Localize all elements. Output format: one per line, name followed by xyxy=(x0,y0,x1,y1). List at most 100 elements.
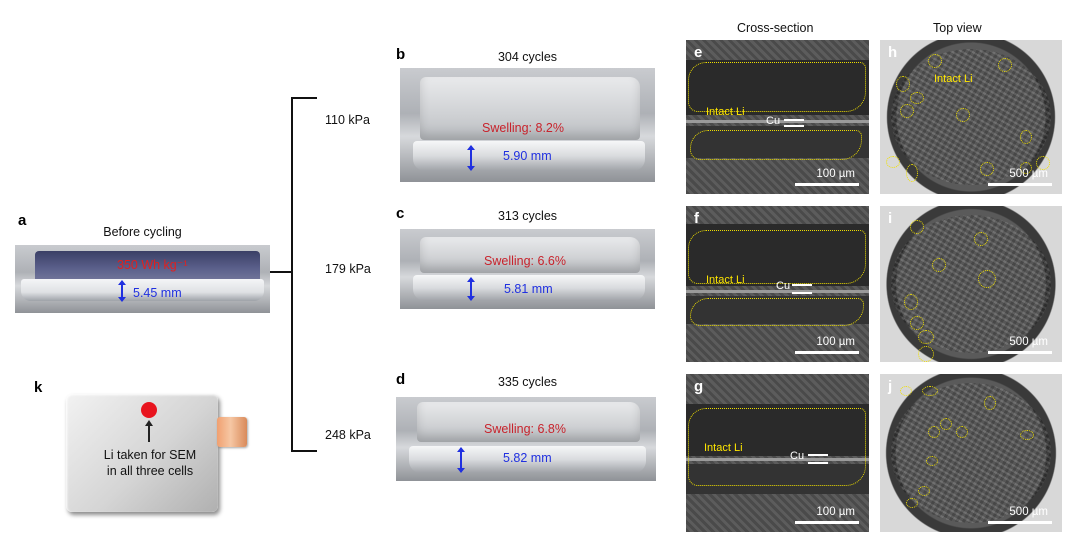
bracket-bottom xyxy=(291,450,317,452)
cu-marker xyxy=(808,454,828,456)
pressure-d: 248 kPa xyxy=(325,428,371,442)
intact-li-circle xyxy=(904,294,918,310)
li-layer xyxy=(686,224,869,286)
scale-bar-label: 100 µm xyxy=(816,506,855,518)
scale-bar xyxy=(795,521,859,524)
cell-top-surface xyxy=(420,237,640,273)
li-surface-texture xyxy=(890,215,1052,353)
intact-li-circle xyxy=(940,418,952,430)
cu-marker xyxy=(792,292,812,294)
intact-li-circle xyxy=(974,232,988,246)
cell-body xyxy=(21,279,264,301)
cu-foil xyxy=(686,458,869,461)
li-surface-texture xyxy=(890,383,1052,523)
pressure-b: 110 kPa xyxy=(325,113,370,127)
scale-bar xyxy=(988,183,1052,186)
cell-top-surface xyxy=(420,77,640,140)
panel-b-photo: Swelling: 8.2% 5.90 mm xyxy=(400,68,655,182)
cell-side-surface xyxy=(409,445,646,473)
intact-li-circle xyxy=(906,498,918,508)
swelling-value-b: Swelling: 8.2% xyxy=(482,121,564,135)
intact-li-circle xyxy=(886,156,900,168)
thickness-value-a: 5.45 mm xyxy=(133,286,182,300)
intact-li-circle xyxy=(900,104,914,118)
panel-a-photo: 350 Wh kg⁻¹ 5.45 mm xyxy=(15,245,270,313)
cu-label: Cu xyxy=(766,115,781,127)
intact-li-circle xyxy=(918,486,930,496)
scale-bar-label: 500 µm xyxy=(1009,336,1048,348)
intact-li-circle xyxy=(918,330,934,344)
cu-marker xyxy=(784,119,804,121)
scale-bar xyxy=(795,183,859,186)
intact-li-outline xyxy=(688,62,866,112)
intact-li-circle xyxy=(910,92,924,104)
cu-label: Cu xyxy=(790,450,805,462)
intact-li-circle xyxy=(956,426,968,438)
panel-label-j: j xyxy=(888,378,893,395)
panel-label-h: h xyxy=(888,44,898,61)
intact-li-circle xyxy=(1020,430,1034,440)
intact-li-label: Intact Li xyxy=(706,106,745,118)
thickness-arrow xyxy=(467,145,474,171)
sem-panel-g: g Intact Li Cu 100 µm xyxy=(686,374,869,532)
cell-tab xyxy=(217,417,247,447)
intact-li-circle xyxy=(918,346,934,362)
intact-li-circle xyxy=(896,76,910,92)
panel-label-a: a xyxy=(18,212,27,229)
panel-d-caption: 335 cycles xyxy=(497,375,558,389)
intact-li-circle xyxy=(978,270,996,288)
panel-label-g: g xyxy=(694,378,704,395)
scale-bar xyxy=(988,521,1052,524)
intact-li-circle xyxy=(900,386,912,396)
intact-li-outline xyxy=(690,130,862,160)
intact-li-circle xyxy=(998,58,1012,72)
intact-li-circle xyxy=(926,456,938,466)
intact-li-circle xyxy=(910,220,924,234)
panel-label-b: b xyxy=(396,46,406,63)
scale-bar-label: 500 µm xyxy=(1009,168,1048,180)
cu-marker xyxy=(808,462,828,464)
bracket-spine xyxy=(291,97,293,451)
thickness-arrow xyxy=(118,280,125,302)
cell-side-surface xyxy=(412,140,645,171)
intact-li-circle xyxy=(906,164,918,182)
panel-k-note-line1: Li taken for SEM xyxy=(103,448,197,462)
li-layer xyxy=(686,464,869,494)
swelling-value-c: Swelling: 6.6% xyxy=(484,254,566,268)
panel-label-k: k xyxy=(34,379,43,396)
thickness-arrow xyxy=(457,447,464,473)
pressure-c: 179 kPa xyxy=(325,262,371,276)
sem-panel-e: e Intact Li Cu 100 µm xyxy=(686,40,869,194)
panel-k-note-line2: in all three cells xyxy=(106,464,194,478)
intact-li-circle xyxy=(932,258,946,272)
bracket-stem xyxy=(270,271,292,273)
sem-panel-h: h Intact Li 500 µm xyxy=(880,40,1062,194)
scale-bar xyxy=(988,351,1052,354)
intact-li-circle xyxy=(910,316,924,330)
intact-li-label: Intact Li xyxy=(704,442,743,454)
column-header-top-view: Top view xyxy=(933,21,982,35)
cu-foil xyxy=(686,120,869,123)
panel-label-d: d xyxy=(396,371,406,388)
sample-pointer-arrow xyxy=(145,420,152,442)
scale-bar-label: 500 µm xyxy=(1009,506,1048,518)
intact-li-circle xyxy=(956,108,970,122)
swelling-value-d: Swelling: 6.8% xyxy=(484,422,566,436)
bracket-top xyxy=(291,97,317,99)
panel-label-f: f xyxy=(694,210,699,227)
cu-marker xyxy=(792,284,812,286)
intact-li-circle xyxy=(1020,130,1032,144)
intact-li-outline xyxy=(688,230,866,284)
intact-li-circle xyxy=(1036,156,1050,170)
panel-c-photo: Swelling: 6.6% 5.81 mm xyxy=(400,229,655,309)
cu-marker xyxy=(784,125,804,127)
scale-bar-label: 100 µm xyxy=(816,336,855,348)
sem-panel-f: f Intact Li Cu 100 µm xyxy=(686,206,869,362)
intact-li-circle xyxy=(922,386,938,396)
thickness-value-b: 5.90 mm xyxy=(503,149,552,163)
li-layer xyxy=(686,404,869,456)
cell-top-surface xyxy=(416,402,641,443)
intact-li-circle xyxy=(984,396,996,410)
thickness-value-d: 5.82 mm xyxy=(503,451,552,465)
panel-k-note: Li taken for SEM in all three cells xyxy=(80,447,220,479)
